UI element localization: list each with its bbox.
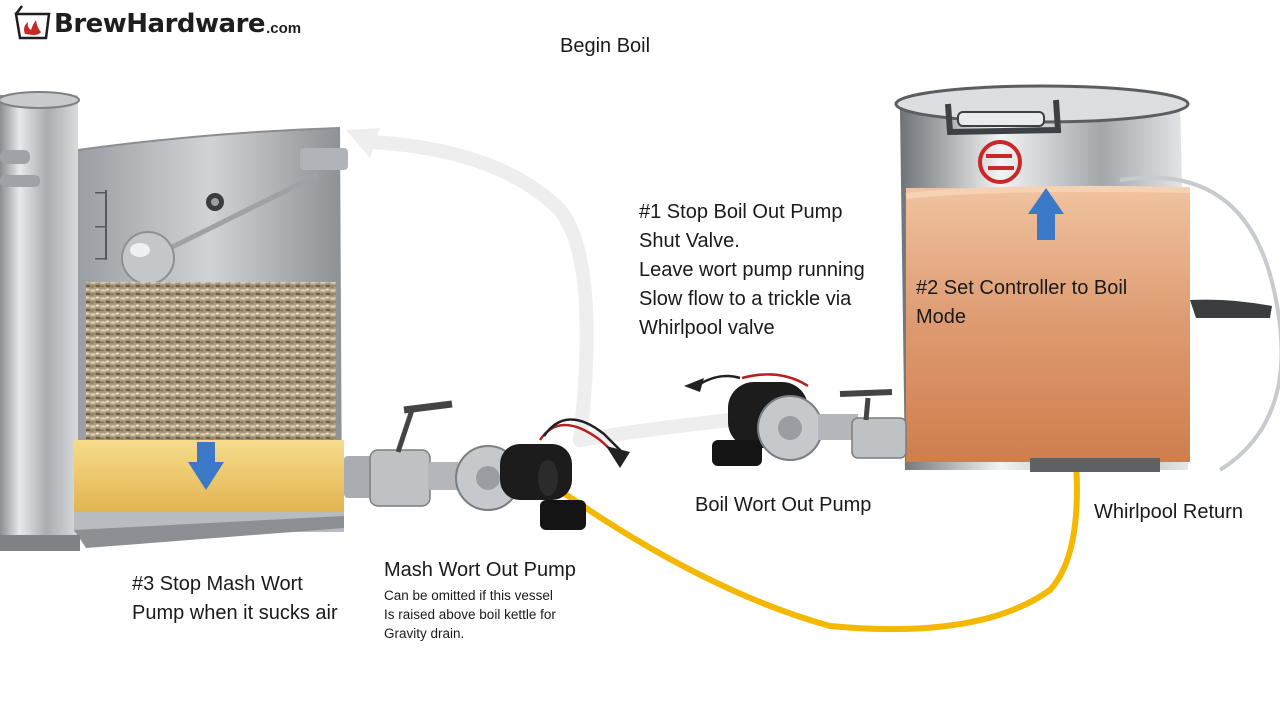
flow-up-arrow xyxy=(1028,188,1064,240)
note-line: Shut Valve. xyxy=(639,230,740,252)
note-line: Pump when it sucks air xyxy=(132,602,338,624)
logo-brand-text: BrewHardware xyxy=(54,9,266,39)
brand-logo-icon xyxy=(978,140,1022,184)
controller-step-note: #2 Set Controller to Boil Mode xyxy=(916,274,1127,332)
mash-pump-caption: Mash Wort Out Pump Can be omitted if thi… xyxy=(384,556,576,643)
logo-kettle-icon xyxy=(14,5,51,40)
yellow-transfer-hose xyxy=(545,459,1080,632)
note-line: #3 Stop Mash Wort xyxy=(132,573,303,595)
note-line: Can be omitted if this vessel xyxy=(384,588,553,603)
boil-pump xyxy=(684,373,907,466)
clear-return-hose xyxy=(346,128,737,447)
flow-down-arrow xyxy=(188,442,224,490)
note-line: Slow flow to a trickle via xyxy=(639,288,852,310)
diagram-title: Begin Boil xyxy=(560,35,651,57)
boil-pump-label: Boil Wort Out Pump xyxy=(695,494,872,516)
logo-suffix-text: .com xyxy=(266,19,302,37)
note-line: Is raised above boil kettle for xyxy=(384,607,556,622)
whirlpool-return-label: Whirlpool Return xyxy=(1094,501,1243,523)
note-line: Leave wort pump running xyxy=(639,259,865,281)
mash-pump xyxy=(344,400,630,530)
note-line: Mode xyxy=(916,306,967,328)
note-line: #2 Set Controller to Boil xyxy=(916,277,1128,299)
note-line: Whirlpool valve xyxy=(639,317,775,339)
mash-tun-vessel xyxy=(0,91,348,551)
note-line: #1 Stop Boil Out Pump xyxy=(639,201,843,223)
boil-pump-step-note: #1 Stop Boil Out Pump Shut Valve. Leave … xyxy=(639,198,865,343)
note-line: Gravity drain. xyxy=(384,626,465,641)
mash-pump-label: Mash Wort Out Pump xyxy=(384,559,576,581)
brewhardware-logo: BrewHardware .com xyxy=(14,6,301,42)
mash-pump-note: Can be omitted if this vessel Is raised … xyxy=(384,586,576,643)
mash-stop-step-note: #3 Stop Mash Wort Pump when it sucks air xyxy=(132,570,338,628)
